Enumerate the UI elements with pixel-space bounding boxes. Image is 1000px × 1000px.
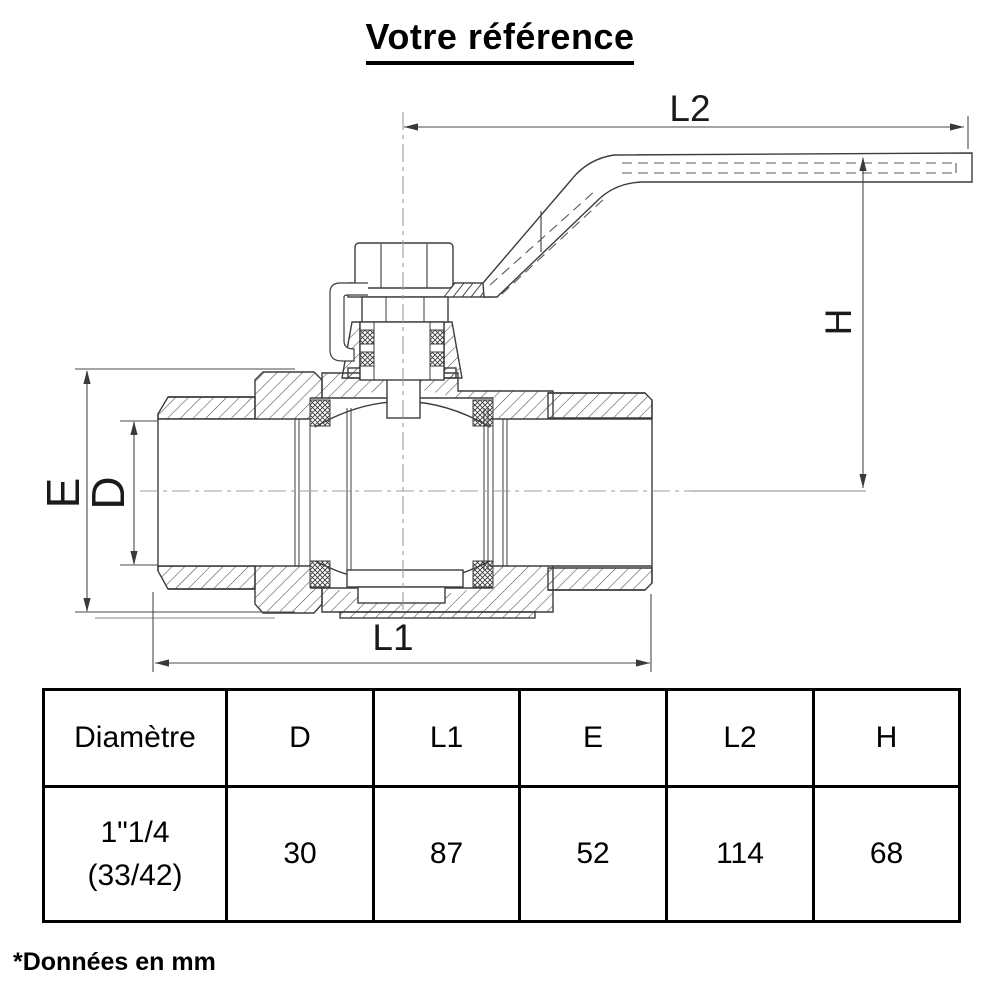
value-h: 68 bbox=[812, 785, 961, 923]
header-d: D bbox=[225, 688, 375, 788]
dim-label-e: E bbox=[37, 478, 89, 509]
stem-hex-nut bbox=[354, 242, 454, 289]
dim-label-l1: L1 bbox=[372, 617, 413, 658]
header-l1: L1 bbox=[372, 688, 521, 788]
handle-stop-clip bbox=[329, 282, 368, 362]
left-port-thread-top bbox=[157, 396, 256, 420]
dim-label-l2: L2 bbox=[669, 88, 710, 129]
body-bottom-boss bbox=[339, 611, 536, 619]
value-d: 30 bbox=[225, 785, 375, 923]
spec-table: Diamètre D L1 E L2 H 1"1/4 (33/42) 30 87… bbox=[42, 688, 961, 923]
value-l2: 114 bbox=[665, 785, 815, 923]
seat-retainer-lower bbox=[357, 586, 446, 604]
right-port-thread-bottom bbox=[547, 567, 653, 591]
header-diametre: Diamètre bbox=[42, 688, 228, 788]
seat-retainer-upper bbox=[346, 569, 464, 588]
spec-table-header-row: Diamètre D L1 E L2 H bbox=[42, 688, 961, 788]
stem-o-rings bbox=[359, 329, 445, 367]
handle-lever bbox=[482, 152, 973, 298]
dimensions bbox=[75, 116, 969, 672]
header-l2: L2 bbox=[665, 688, 815, 788]
spec-table-value-row: 1"1/4 (33/42) 30 87 52 114 68 bbox=[42, 785, 961, 923]
value-diametre: 1"1/4 (33/42) bbox=[42, 785, 228, 923]
body-details bbox=[157, 377, 653, 604]
centerlines bbox=[95, 112, 866, 640]
gland-nut bbox=[361, 296, 449, 323]
value-l1: 87 bbox=[372, 785, 521, 923]
bonnet-right bbox=[443, 321, 463, 379]
page-title-text: Votre référence bbox=[365, 16, 635, 65]
dim-label-d: D bbox=[82, 476, 134, 509]
left-port-thread-bottom bbox=[157, 565, 256, 590]
footnote: *Données en mm bbox=[13, 948, 216, 976]
right-port-thread-top bbox=[547, 392, 653, 419]
stem-assembly bbox=[329, 242, 454, 381]
page-title: Votre référence bbox=[0, 16, 1000, 65]
ball-seats bbox=[309, 399, 494, 588]
header-h: H bbox=[812, 688, 961, 788]
dim-label-h: H bbox=[818, 309, 859, 336]
value-e: 52 bbox=[518, 785, 668, 923]
dimension-arrows bbox=[83, 123, 964, 667]
header-e: E bbox=[518, 688, 668, 788]
